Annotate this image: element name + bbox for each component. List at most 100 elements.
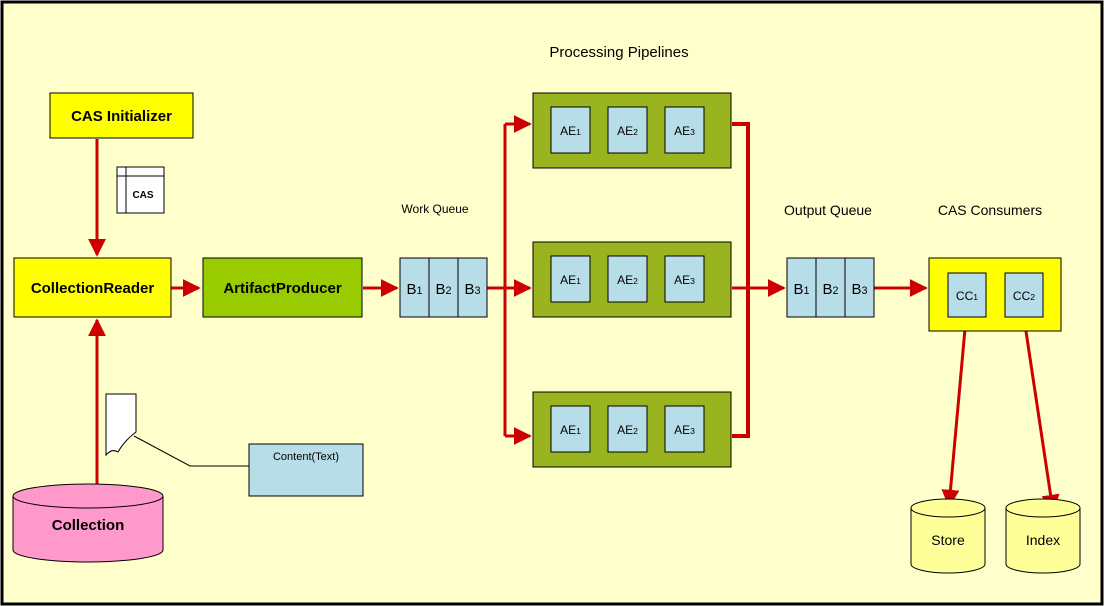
output-queue-label: Output Queue (784, 202, 872, 218)
collection-reader-box: CollectionReader (13, 257, 172, 318)
analysis-engine-label-base: AE (560, 273, 576, 287)
cas-consumer-label-base: CC (956, 289, 974, 303)
analysis-engine-label-base: AE (617, 124, 633, 138)
analysis-engine (664, 106, 705, 154)
queue-cell-label-base: B (406, 281, 416, 298)
analysis-engine-label-base: AE (674, 273, 690, 287)
queue-cell (399, 257, 430, 318)
queue-cell-label: B1 (406, 281, 422, 298)
store-cylinder: Store (910, 498, 986, 574)
cas-consumer (947, 272, 987, 318)
queue-cell-label-sub: 3 (862, 285, 868, 297)
queue-cell-label: B3 (851, 281, 867, 298)
cas-initializer-box: CAS Initializer (49, 92, 194, 139)
analysis-engine-label-sub: 1 (576, 426, 581, 436)
analysis-engine-label-sub: 3 (690, 426, 695, 436)
queue-cell-label-sub: 2 (446, 285, 452, 297)
analysis-engine-label-base: AE (617, 423, 633, 437)
merge-bracket (732, 122, 750, 438)
queue-cell-label-sub: 1 (417, 285, 423, 297)
arrow-cc1-to-store (941, 317, 968, 508)
queue-cell-label-base: B (851, 281, 861, 298)
queue-cell (428, 257, 459, 318)
collection-reader-label: CollectionReader (31, 280, 155, 297)
queue-cell (844, 257, 875, 318)
analysis-engine-label: AE2 (617, 124, 638, 138)
cas-consumers-label: CAS Consumers (938, 202, 1042, 218)
queue-cell-label-sub: 3 (475, 285, 481, 297)
analysis-engine (550, 106, 591, 154)
analysis-engine-label: AE1 (560, 124, 581, 138)
analysis-engine-label-sub: 3 (690, 276, 695, 286)
queue-cell-label-base: B (822, 281, 832, 298)
collection-cylinder: Collection (12, 483, 164, 563)
connectors (88, 115, 1060, 513)
analysis-engine (607, 255, 648, 303)
analysis-engine (664, 405, 705, 453)
queue-cell-label: B3 (464, 281, 480, 298)
collection-label: Collection (52, 517, 125, 534)
analysis-engine-label-sub: 3 (690, 127, 695, 137)
analysis-engine-label: AE3 (674, 423, 695, 437)
analysis-engine-label-sub: 2 (633, 127, 638, 137)
queue-cell-label-sub: 2 (833, 285, 839, 297)
cas-document-icon: CAS (116, 166, 165, 214)
queue-cell-label: B2 (435, 281, 451, 298)
queue-cell-label-base: B (793, 281, 803, 298)
work-queue-label: Work Queue (401, 202, 468, 216)
analysis-engine-label: AE2 (617, 423, 638, 437)
analysis-engine-label: AE2 (617, 273, 638, 287)
cas-consumer (1004, 272, 1044, 318)
diagram-title: Processing Pipelines (549, 44, 688, 61)
analysis-engine-label-base: AE (617, 273, 633, 287)
index-cylinder: Index (1005, 498, 1081, 574)
cas-document-label: CAS (132, 190, 153, 201)
analysis-engine (550, 405, 591, 453)
analysis-engine-label-base: AE (674, 423, 690, 437)
analysis-engine-label-sub: 1 (576, 127, 581, 137)
queue-cell-label: B2 (822, 281, 838, 298)
analysis-engine-label: AE3 (674, 124, 695, 138)
analysis-engine-label-base: AE (560, 423, 576, 437)
analysis-engine (607, 106, 648, 154)
queue-cell (457, 257, 488, 318)
analysis-engine-label-sub: 2 (633, 276, 638, 286)
analysis-engine (664, 255, 705, 303)
queue-cell-label: B1 (793, 281, 809, 298)
artifact-producer-label: ArtifactProducer (223, 280, 342, 297)
analysis-engine-label: AE1 (560, 423, 581, 437)
cas-consumer-label-sub: 2 (1030, 292, 1035, 302)
analysis-engine-label-sub: 1 (576, 276, 581, 286)
cas-consumer-label: CC2 (1013, 289, 1035, 303)
content-text-label: Content(Text) (273, 451, 339, 463)
analysis-engine (550, 255, 591, 303)
queue-cell (786, 257, 817, 318)
queue-cell-label-sub: 1 (804, 285, 810, 297)
cas-consumer-label: CC1 (956, 289, 978, 303)
cas-consumer-label-sub: 1 (973, 292, 978, 302)
analysis-engine (607, 405, 648, 453)
queue-cell (815, 257, 846, 318)
content-document-icon (105, 393, 249, 467)
cas-initializer-label: CAS Initializer (71, 108, 172, 125)
artifact-producer-box: ArtifactProducer (202, 257, 363, 318)
analysis-engine-label-base: AE (674, 124, 690, 138)
queue-cell-label-base: B (435, 281, 445, 298)
cas-consumer-label-base: CC (1013, 289, 1031, 303)
queue-cell-label-base: B (464, 281, 474, 298)
analysis-engine-label-base: AE (560, 124, 576, 138)
store-label: Store (931, 532, 965, 548)
analysis-engine-label: AE3 (674, 273, 695, 287)
analysis-engine-label: AE1 (560, 273, 581, 287)
analysis-engine-label-sub: 2 (633, 426, 638, 436)
arrow-cc2-to-index (1022, 317, 1060, 513)
